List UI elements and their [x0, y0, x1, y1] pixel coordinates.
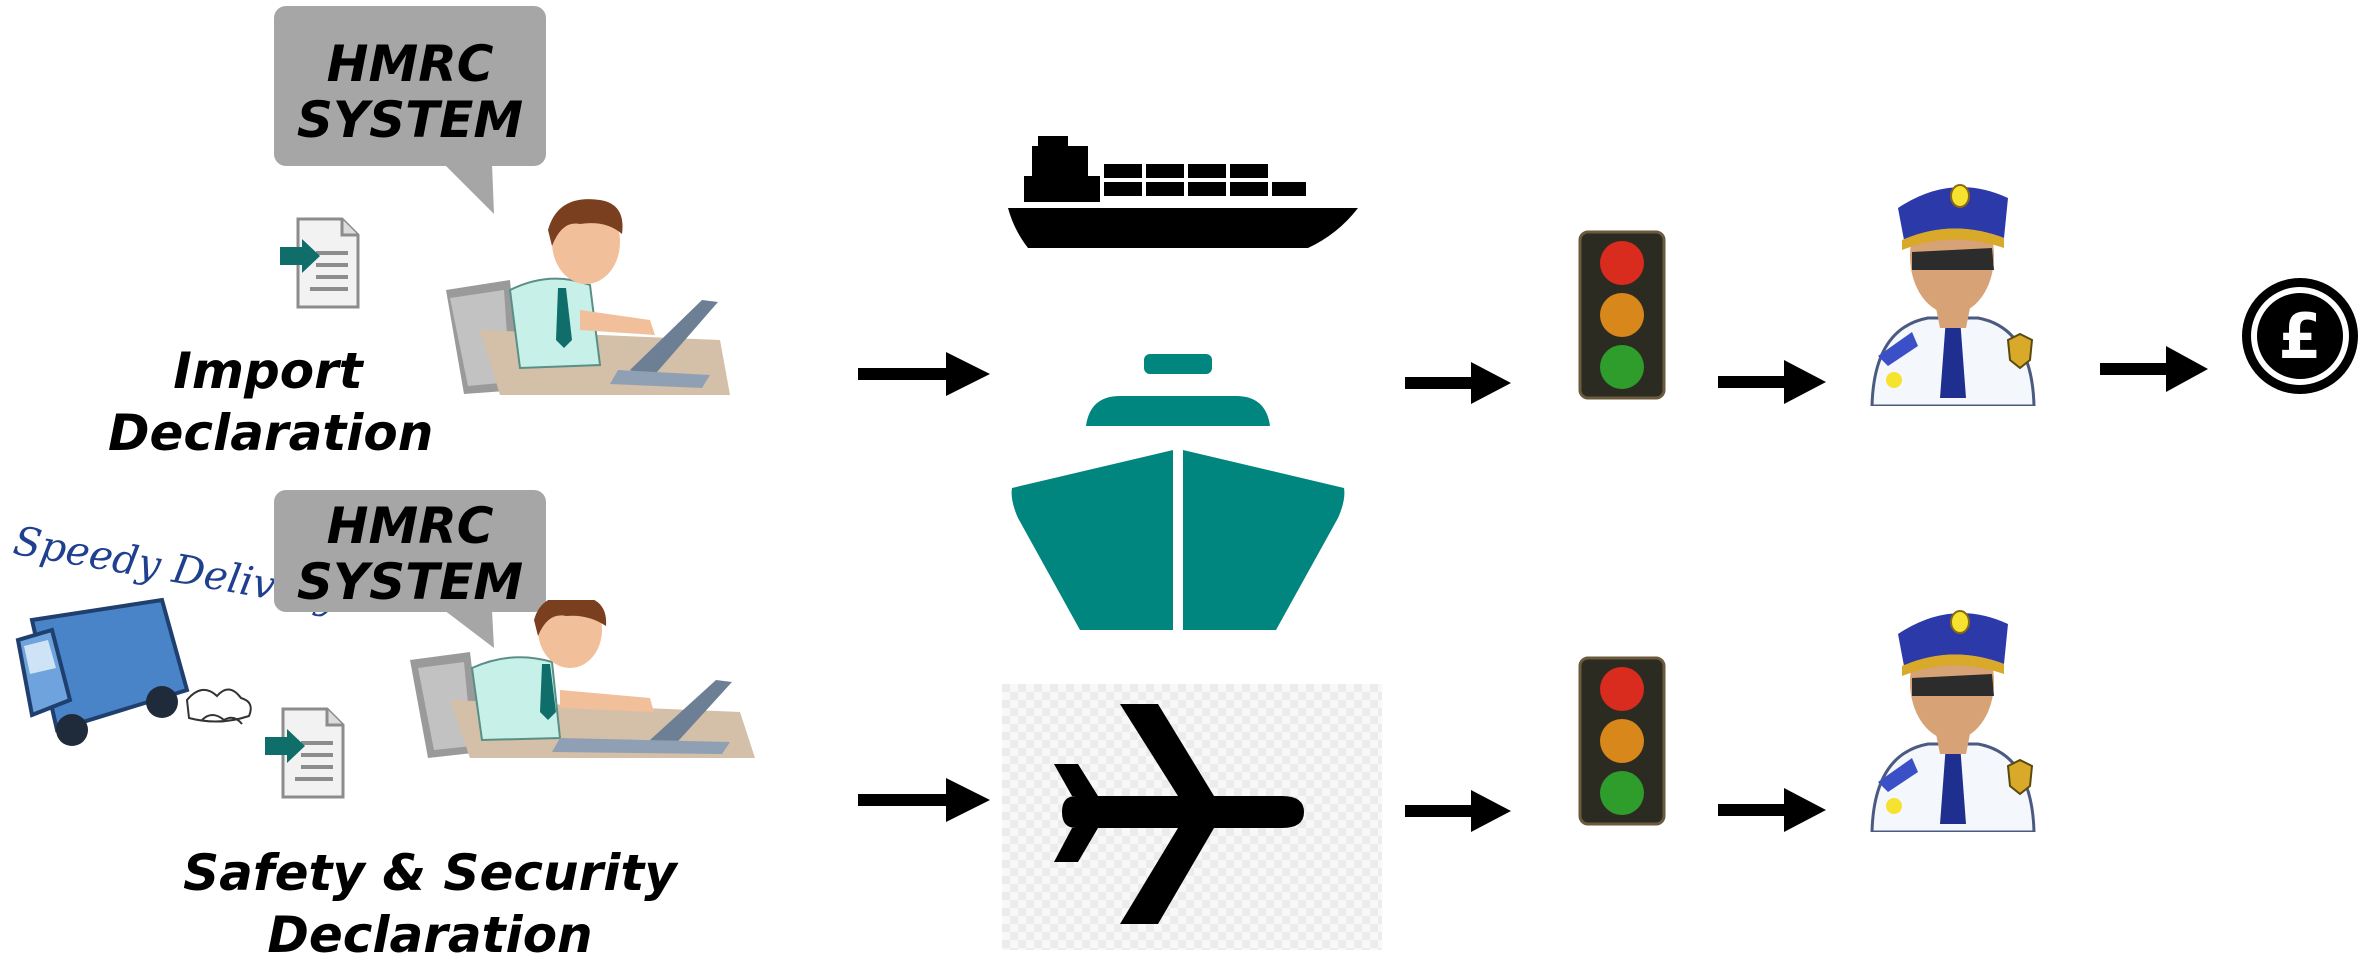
- speech-bubble-top: HMRC SYSTEM: [274, 6, 546, 214]
- declaration-line-2: Declaration: [108, 402, 428, 464]
- airplane-icon-backdrop: [1002, 684, 1382, 950]
- traffic-light-icon: [1578, 656, 1666, 826]
- declaration-line-1: Import: [108, 340, 428, 402]
- delivery-truck-icon: [12, 580, 262, 750]
- customs-officer-icon: [1868, 178, 2038, 406]
- declaration-line-1: Safety & Security: [180, 842, 680, 904]
- arrow-right-icon: [858, 352, 990, 396]
- customs-officer-icon: [1868, 604, 2038, 832]
- bubble-line-1: HMRC: [274, 36, 546, 92]
- document-arrow-icon: [280, 215, 360, 311]
- import-declaration-label: Import Declaration: [108, 340, 428, 464]
- cargo-ship-icon: [1008, 130, 1358, 252]
- arrow-right-icon: [1718, 788, 1826, 832]
- declaration-line-2: Declaration: [180, 904, 680, 957]
- arrow-right-icon: [2100, 346, 2208, 392]
- bubble-line-1: HMRC: [274, 498, 546, 554]
- pound-coin-icon: £: [2240, 276, 2360, 396]
- bubble-line-2: SYSTEM: [274, 92, 546, 148]
- arrow-right-icon: [1405, 790, 1511, 832]
- arrow-right-icon: [1405, 362, 1511, 404]
- ship-bow-icon: [1010, 354, 1346, 638]
- airplane-icon: [1002, 684, 1382, 950]
- svg-text:£: £: [2278, 300, 2321, 373]
- office-worker-icon: [440, 190, 730, 400]
- office-worker-icon: [410, 600, 755, 760]
- traffic-light-icon: [1578, 230, 1666, 400]
- arrow-right-icon: [1718, 360, 1826, 404]
- safety-security-declaration-label: Safety & Security Declaration: [180, 842, 680, 957]
- document-arrow-icon: [265, 705, 345, 801]
- arrow-right-icon: [858, 778, 990, 822]
